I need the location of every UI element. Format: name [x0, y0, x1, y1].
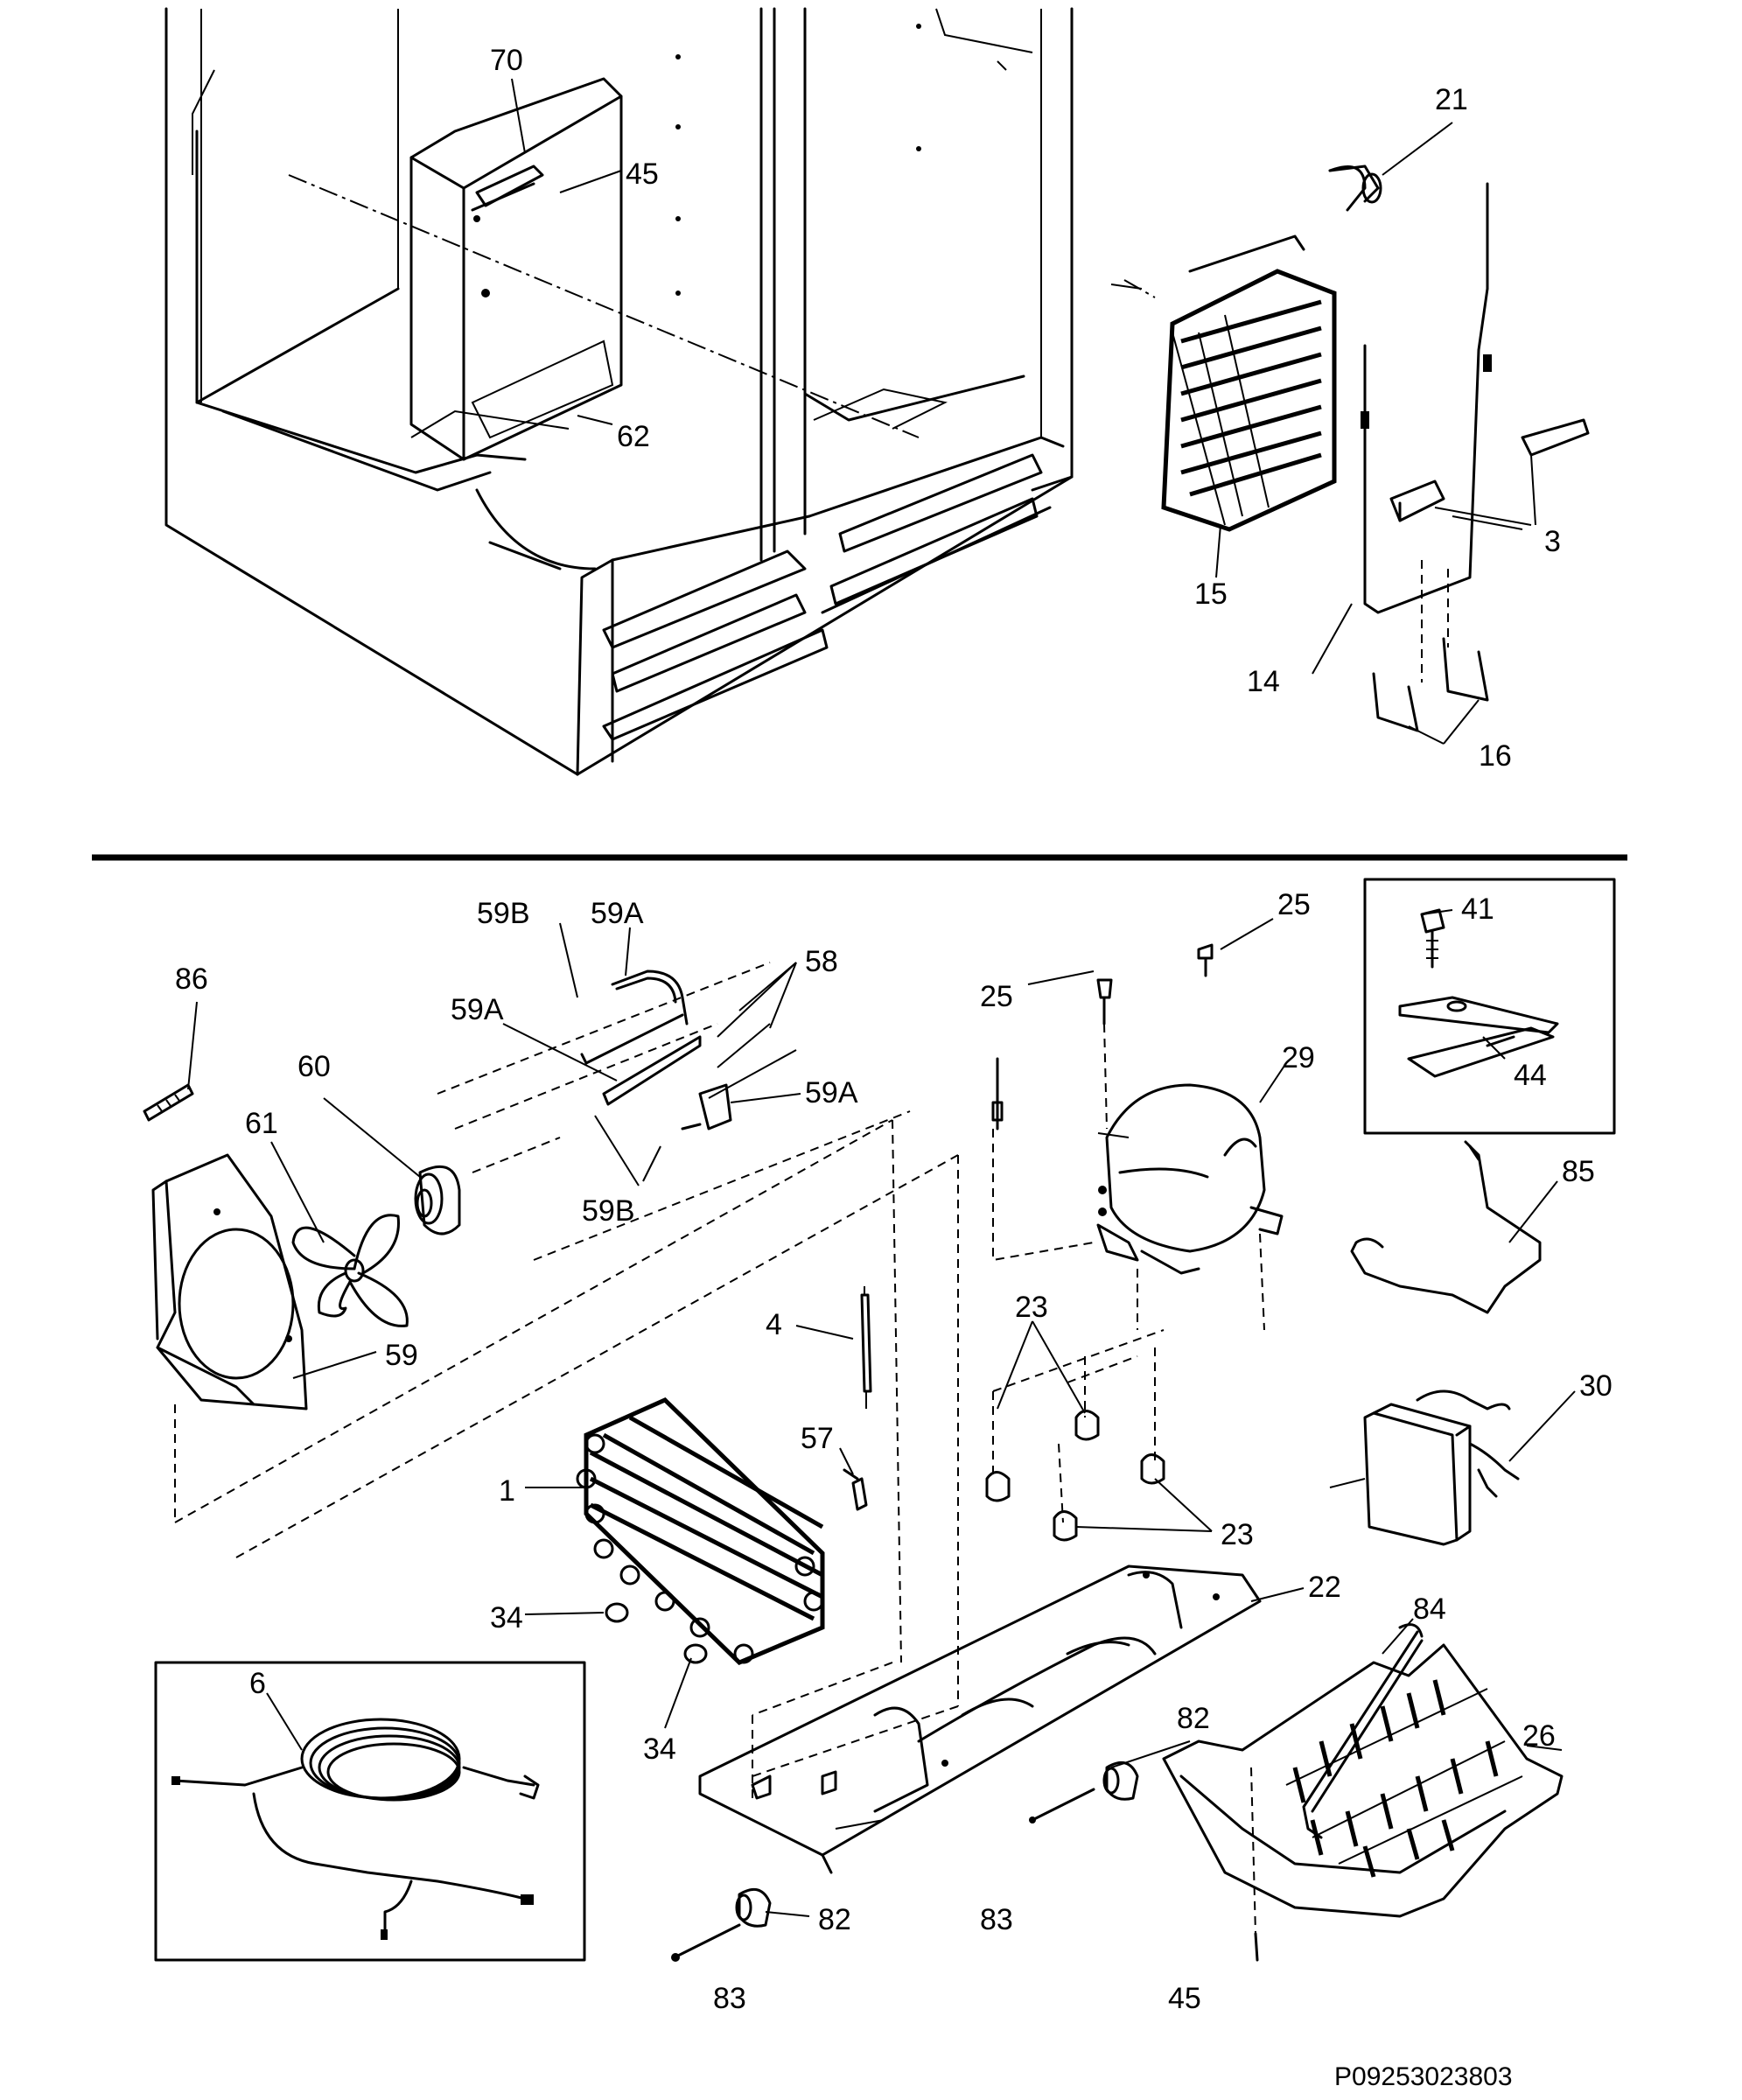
callout-16: 16 [1479, 739, 1512, 773]
evaporator-cover [409, 77, 623, 461]
callout-84: 84 [1413, 1592, 1446, 1626]
clips-16 [1372, 560, 1489, 732]
callout-34-a: 34 [490, 1601, 523, 1634]
inset-6 [154, 1661, 586, 1962]
clip-57 [843, 1468, 868, 1511]
callout-59A-top: 59A [591, 897, 644, 930]
callout-44: 44 [1514, 1059, 1547, 1092]
callout-85: 85 [1562, 1155, 1595, 1188]
tube-85 [1350, 1140, 1542, 1314]
callout-29: 29 [1282, 1041, 1315, 1074]
callout-6: 6 [249, 1667, 266, 1700]
callout-25-a: 25 [980, 980, 1013, 1013]
grommets-34 [605, 1602, 708, 1664]
callout-70: 70 [490, 44, 523, 77]
drier-4 [860, 1286, 872, 1409]
clip-21 [1328, 164, 1382, 204]
cabinet-drawing [164, 7, 1156, 776]
callout-62: 62 [617, 420, 650, 453]
heater-84 [1302, 1630, 1424, 1839]
screw-86 [143, 1083, 194, 1122]
callout-41: 41 [1461, 892, 1494, 926]
callout-1: 1 [499, 1474, 515, 1508]
callout-59: 59 [385, 1339, 418, 1372]
callout-14: 14 [1247, 665, 1280, 698]
condenser-coil [1161, 165, 1367, 532]
inset-41-44 [1363, 878, 1616, 1135]
callout-61: 61 [245, 1107, 278, 1140]
screws-83 [671, 1767, 1259, 1962]
callout-4: 4 [766, 1308, 782, 1341]
relay-30 [1329, 1390, 1520, 1546]
fan-shroud [151, 1153, 308, 1410]
drawing-code: P09253023803 [1334, 2062, 1513, 2091]
drain-pan-26 [1162, 1623, 1564, 1918]
callout-83-a: 83 [980, 1903, 1013, 1936]
callout-83-b: 83 [713, 1982, 746, 2015]
callout-15: 15 [1194, 578, 1228, 611]
callout-26: 26 [1522, 1719, 1556, 1753]
alignment-lines [174, 1119, 959, 1802]
top-leaders [511, 78, 1523, 745]
bottom-leaders [187, 909, 1576, 1917]
callout-86: 86 [175, 962, 208, 996]
callout-21: 21 [1435, 83, 1468, 116]
callout-82-b: 82 [818, 1903, 851, 1936]
callout-30: 30 [1579, 1369, 1613, 1403]
callout-25-b: 25 [1277, 888, 1311, 921]
screws-25 [991, 943, 1214, 1262]
tube-14 [1361, 182, 1492, 614]
callout-34-b: 34 [643, 1732, 676, 1766]
callout-59B-top: 59B [477, 897, 530, 930]
condenser-1 [576, 1397, 825, 1665]
callout-45: 45 [626, 158, 659, 191]
callout-57: 57 [801, 1422, 834, 1455]
dampers-82 [735, 1740, 1191, 1928]
bracket-3 [1389, 418, 1590, 526]
callout-59A-right: 59A [805, 1076, 858, 1110]
callout-58: 58 [805, 945, 838, 978]
callout-labels: 70 45 62 21 15 3 14 16 59B 59A 58 59A 59… [175, 44, 1613, 2091]
compressor [1096, 1083, 1284, 1275]
callout-23-a: 23 [1015, 1291, 1048, 1324]
callout-59B-low: 59B [582, 1194, 635, 1228]
isolators-23 [985, 1233, 1265, 1542]
callout-45-b: 45 [1168, 1982, 1201, 2015]
callout-23-b: 23 [1221, 1518, 1254, 1551]
callout-82-a: 82 [1177, 1702, 1210, 1735]
callout-22: 22 [1308, 1571, 1341, 1604]
fan-harness [437, 962, 911, 1261]
callout-59A-mid: 59A [451, 993, 504, 1026]
callout-60: 60 [297, 1050, 331, 1083]
base-plate-22 [698, 1564, 1262, 1874]
callout-3: 3 [1544, 525, 1561, 558]
fan-motor [414, 1165, 461, 1236]
fan-blade [291, 1214, 409, 1327]
